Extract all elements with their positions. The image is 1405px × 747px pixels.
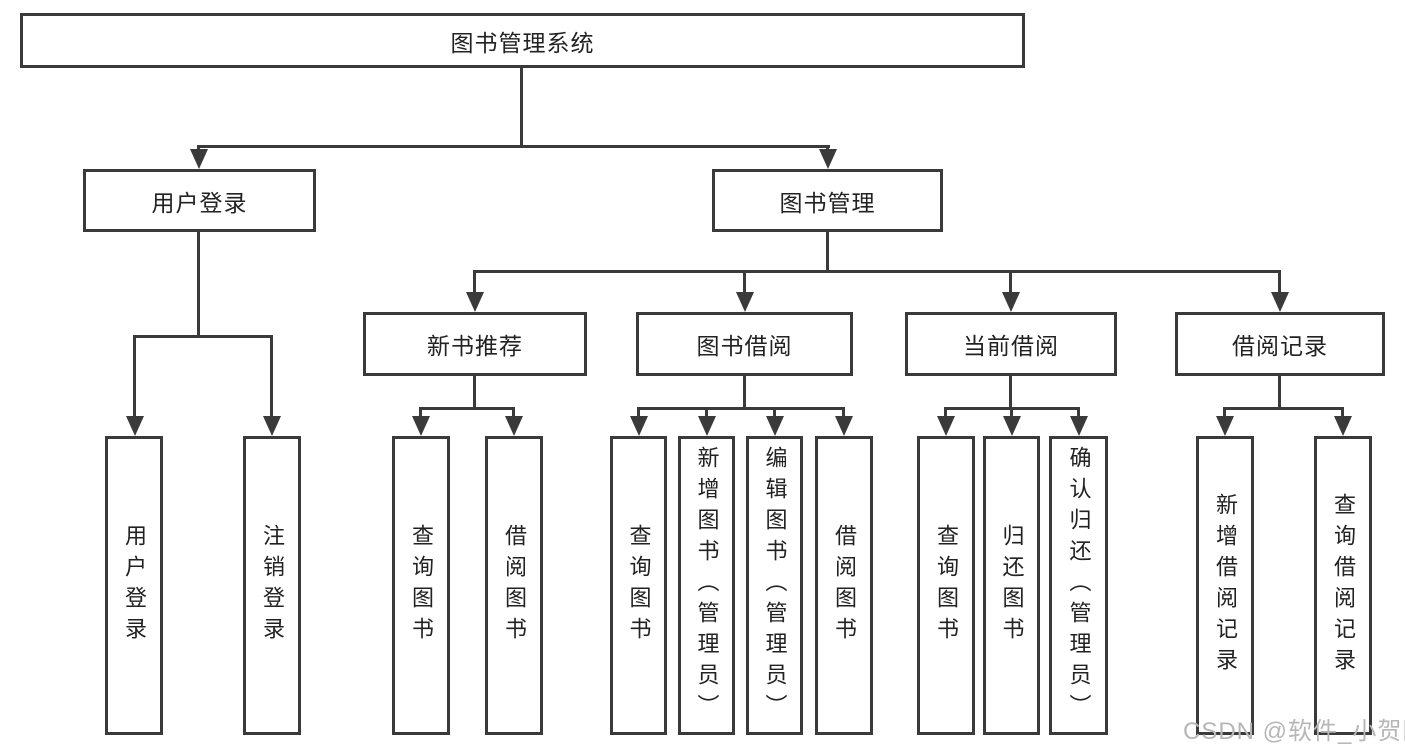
arrow-return-books-d xyxy=(1003,416,1021,436)
leaf-query-books-current: 查询图书 xyxy=(917,436,975,735)
node-book-borrow: 图书借阅 xyxy=(636,312,853,376)
leaf-borrow-books-recommend: 借阅图书 xyxy=(485,436,543,735)
leaf-label: 用户登录 xyxy=(122,523,147,648)
leaf-label: 注销登录 xyxy=(260,523,285,648)
leaf-label: 新增图书（管理员） xyxy=(694,446,720,725)
node-label: 用户登录 xyxy=(151,189,248,216)
connector-borrow-leaf4 xyxy=(842,407,845,420)
arrow-confirm-return-d xyxy=(1070,416,1088,436)
arrow-new-book-recommend xyxy=(466,292,484,312)
arrow-query-record-e xyxy=(1334,416,1352,436)
leaf-label: 借阅图书 xyxy=(502,523,527,648)
connector-user-leaf2-stem xyxy=(270,335,273,420)
arrow-book-management xyxy=(819,149,837,169)
connector-newbook-down xyxy=(473,376,476,409)
connector-records-stem xyxy=(1278,270,1281,296)
node-borrow-records: 借阅记录 xyxy=(1175,312,1385,376)
connector-current-leaf1 xyxy=(944,407,947,420)
leaf-add-books-admin: 新增图书（管理员） xyxy=(678,436,735,735)
connector-borrow-down xyxy=(743,376,746,409)
leaf-label: 查询借阅记录 xyxy=(1331,492,1356,679)
connector-current-leaf3 xyxy=(1077,407,1080,420)
connector-current-leaf2 xyxy=(1010,407,1013,420)
connector-borrow-stem xyxy=(743,270,746,296)
leaf-confirm-return-admin: 确认归还（管理员） xyxy=(1049,436,1108,735)
connector-borrow-leaf3 xyxy=(773,407,776,420)
connector-records-down xyxy=(1278,376,1281,409)
connector-borrow-leaf2 xyxy=(705,407,708,420)
leaf-return-books: 归还图书 xyxy=(983,436,1040,735)
leaf-label: 借阅图书 xyxy=(832,523,857,648)
connector-current-stem xyxy=(1009,270,1012,296)
connector-user-bar xyxy=(133,335,273,338)
node-library-system-root: 图书管理系统 xyxy=(20,13,1025,68)
node-label: 图书管理 xyxy=(779,189,876,216)
connector-borrow-leaf1 xyxy=(637,407,640,420)
node-label: 图书管理系统 xyxy=(450,29,595,56)
arrow-edit-books-c xyxy=(766,416,784,436)
leaf-label: 新增借阅记录 xyxy=(1213,492,1238,679)
arrow-add-record-e xyxy=(1216,416,1234,436)
arrow-current-borrow xyxy=(1002,292,1020,312)
arrow-user-login-leaf xyxy=(126,416,144,436)
connector-level3-bar xyxy=(473,270,1281,273)
arrow-borrow-books-b xyxy=(505,416,523,436)
node-label: 借阅记录 xyxy=(1232,333,1328,359)
arrow-query-books-c xyxy=(630,416,648,436)
arrow-book-borrow xyxy=(736,292,754,312)
leaf-label: 查询图书 xyxy=(934,523,959,648)
arrow-borrow-books-c xyxy=(835,416,853,436)
leaf-query-books-borrow: 查询图书 xyxy=(610,436,667,735)
connector-user-leaf1-stem xyxy=(133,335,136,420)
connector-current-down xyxy=(1009,376,1012,409)
csdn-watermark: CSDN @软件_小贺同学 xyxy=(1183,718,1405,745)
arrow-logout-leaf xyxy=(263,416,281,436)
node-current-borrow: 当前借阅 xyxy=(905,312,1117,376)
node-user-login-branch: 用户登录 xyxy=(83,169,316,232)
leaf-query-books-recommend: 查询图书 xyxy=(392,436,450,735)
connector-newbook-stem xyxy=(473,270,476,296)
arrow-user-login-branch xyxy=(190,149,208,169)
connector-records-leaf1 xyxy=(1223,407,1226,420)
node-label: 新书推荐 xyxy=(427,333,523,359)
leaf-label: 归还图书 xyxy=(999,523,1025,648)
arrow-add-books-c xyxy=(698,416,716,436)
connector-records-leaf2 xyxy=(1341,407,1344,420)
leaf-logout: 注销登录 xyxy=(243,436,301,735)
leaf-edit-books-admin: 编辑图书（管理员） xyxy=(746,436,803,735)
node-new-book-recommend: 新书推荐 xyxy=(363,312,587,376)
connector-user-down xyxy=(197,232,200,338)
leaf-user-login: 用户登录 xyxy=(105,436,163,735)
connector-borrow-bar xyxy=(637,407,845,410)
arrow-query-books-d xyxy=(937,416,955,436)
leaf-label: 查询图书 xyxy=(409,523,434,648)
connector-newbook-leaf2 xyxy=(512,407,515,420)
node-label: 图书借阅 xyxy=(696,333,793,359)
arrow-query-books-b xyxy=(412,416,430,436)
connector-bookmgmt-down xyxy=(826,232,829,273)
leaf-label: 查询图书 xyxy=(626,523,652,648)
node-book-management: 图书管理 xyxy=(712,169,943,232)
connector-records-bar xyxy=(1223,407,1344,410)
leaf-borrow-books: 借阅图书 xyxy=(815,436,873,735)
leaf-label: 编辑图书（管理员） xyxy=(762,446,788,725)
connector-root-stem xyxy=(520,68,523,147)
connector-root-bar xyxy=(197,145,830,148)
leaf-query-borrow-record: 查询借阅记录 xyxy=(1314,436,1372,735)
connector-newbook-bar xyxy=(419,407,515,410)
arrow-borrow-records xyxy=(1271,292,1289,312)
leaf-add-borrow-record: 新增借阅记录 xyxy=(1196,436,1254,735)
leaf-label: 确认归还（管理员） xyxy=(1066,446,1092,725)
connector-newbook-leaf1 xyxy=(419,407,422,420)
node-label: 当前借阅 xyxy=(963,333,1059,359)
